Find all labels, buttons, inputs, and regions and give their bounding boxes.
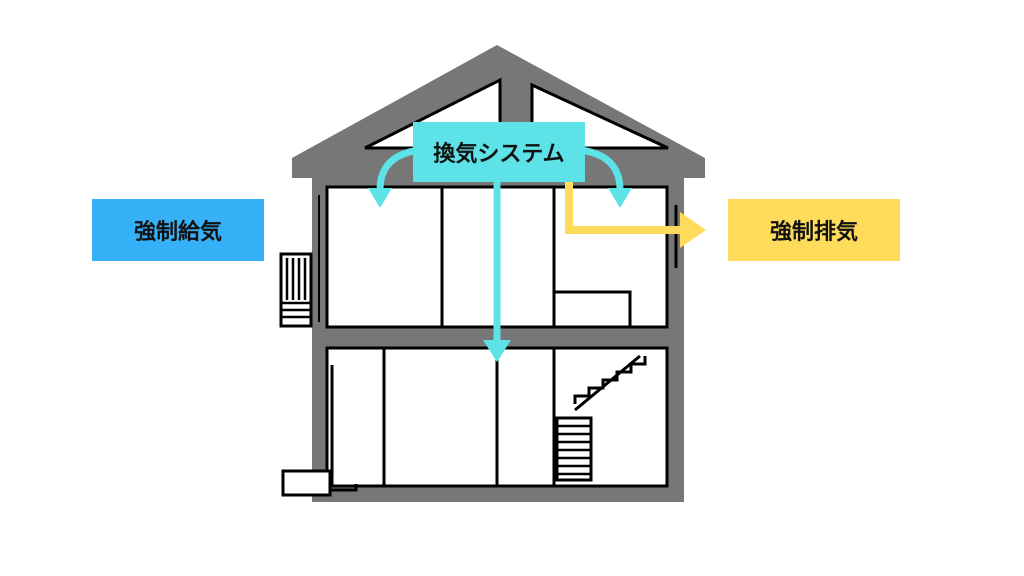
furniture-outline <box>554 290 632 327</box>
exhaust-airflow <box>565 182 706 248</box>
arrow-down-icon <box>483 340 511 362</box>
staircase <box>555 354 647 482</box>
entrance-step <box>327 484 358 492</box>
floor-2-rooms <box>318 187 678 327</box>
balcony-railing <box>279 252 313 328</box>
forced-supply-label: 強制給気 <box>92 199 264 261</box>
system-airflow <box>376 146 624 342</box>
system-arrow-right <box>579 146 624 191</box>
forced-exhaust-label: 強制排気 <box>728 199 900 261</box>
railing-frame <box>279 252 313 328</box>
arrow-down-icon <box>368 188 392 208</box>
floor-1-rooms <box>327 348 556 492</box>
entrance-porch <box>281 469 332 497</box>
system-arrowheads <box>368 188 632 362</box>
arrow-right-icon <box>680 212 706 248</box>
ventilation-system-label: 換気システム <box>413 122 585 182</box>
stair-stringer <box>574 354 641 412</box>
system-arrow-left <box>376 146 421 191</box>
arrow-down-icon <box>608 188 632 208</box>
exhaust-duct <box>565 182 684 234</box>
